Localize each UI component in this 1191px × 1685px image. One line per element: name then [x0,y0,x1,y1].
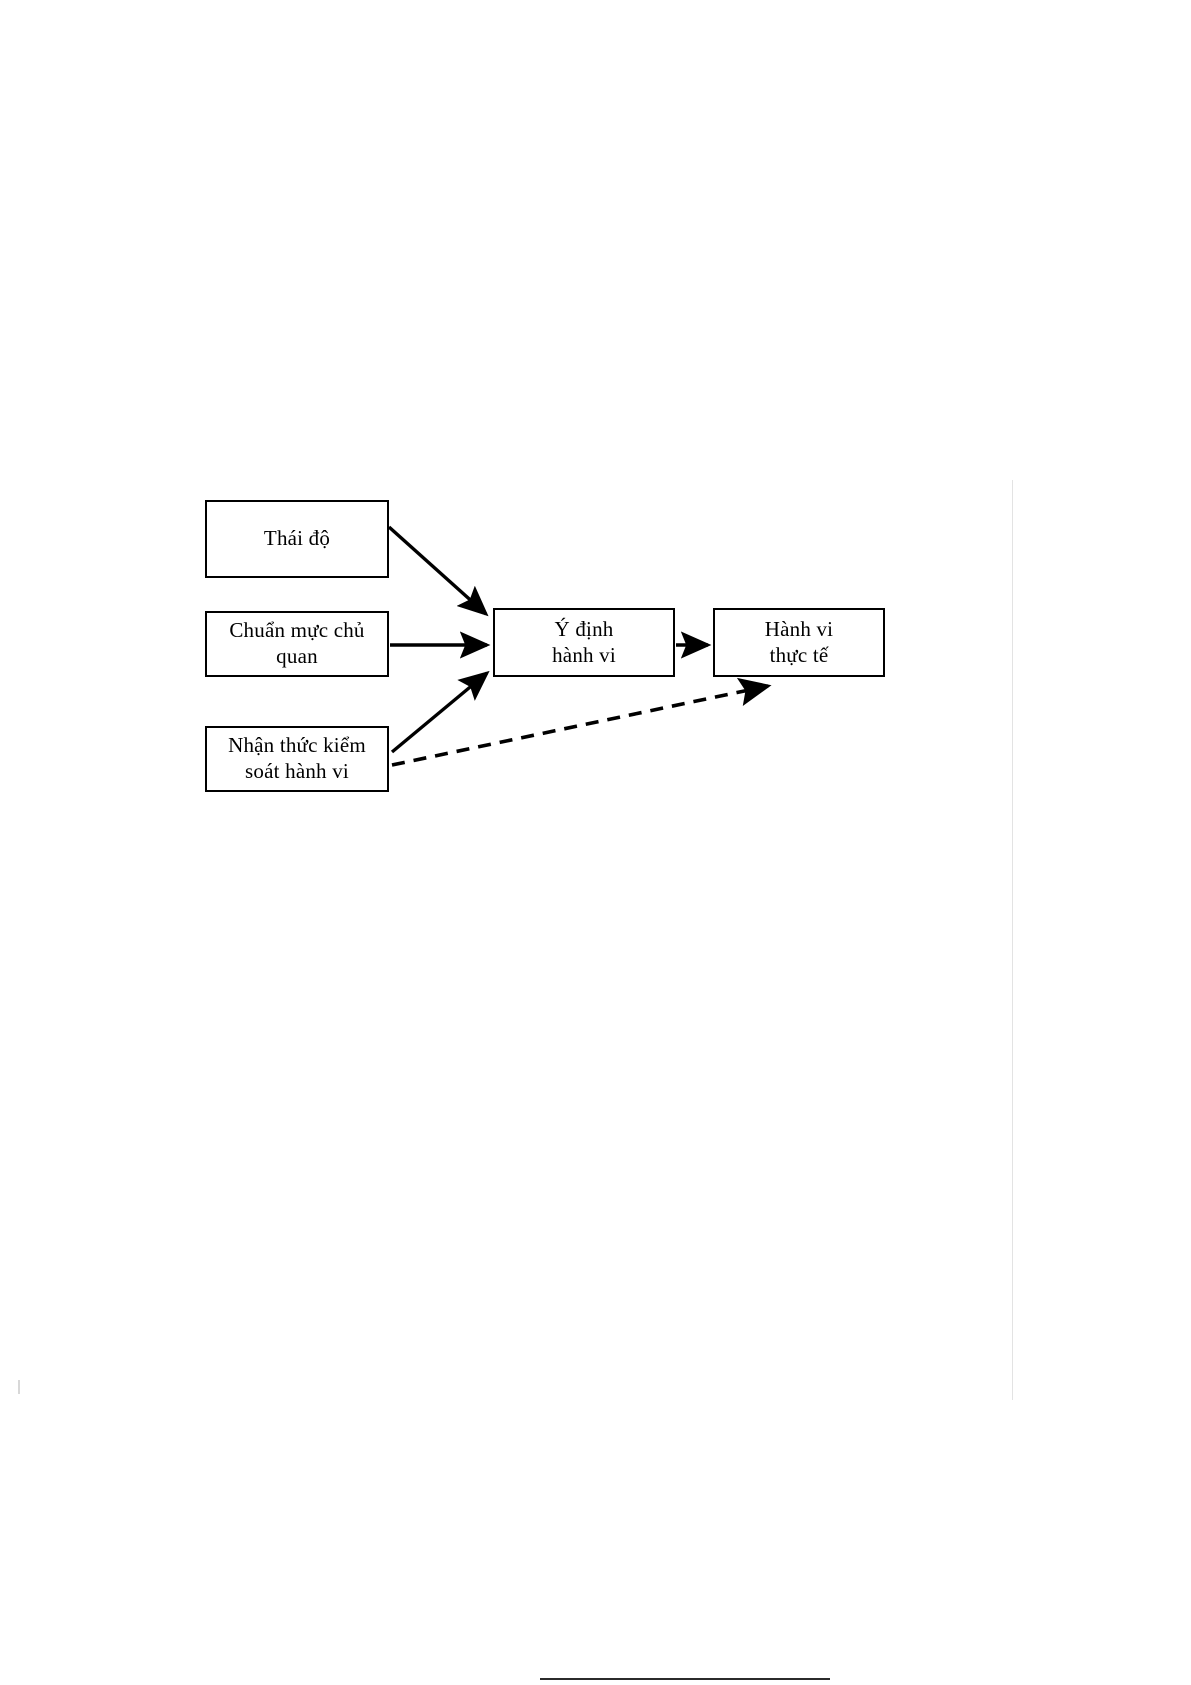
node-attitude-label: Thái độ [263,526,331,551]
node-subjective-norm[interactable]: Chuẩn mực chủ quan [205,611,389,677]
node-perceived-behavioral-control-label: Nhận thức kiểm soát hành vi [228,733,366,783]
scan-artifact-vertical-line [1012,480,1013,1400]
node-attitude[interactable]: Thái độ [205,500,389,578]
node-behavioral-intention-label: Ý định hành vi [552,616,616,667]
node-behavioral-intention[interactable]: Ý định hành vi [493,608,675,677]
arrow-pbc-to-intention [390,670,490,754]
scan-artifact-bottom-rule [540,1678,830,1680]
node-actual-behavior-label: Hành vi thực tế [764,616,834,667]
arrow-pbc-to-behavior-dashed [391,677,772,767]
node-perceived-behavioral-control[interactable]: Nhận thức kiểm soát hành vi [205,726,389,792]
scan-artifact-left-mark [18,1380,20,1394]
node-subjective-norm-label: Chuẩn mực chủ quan [229,618,365,668]
node-actual-behavior[interactable]: Hành vi thực tế [713,608,885,677]
arrow-attitude-to-intention [387,525,489,617]
